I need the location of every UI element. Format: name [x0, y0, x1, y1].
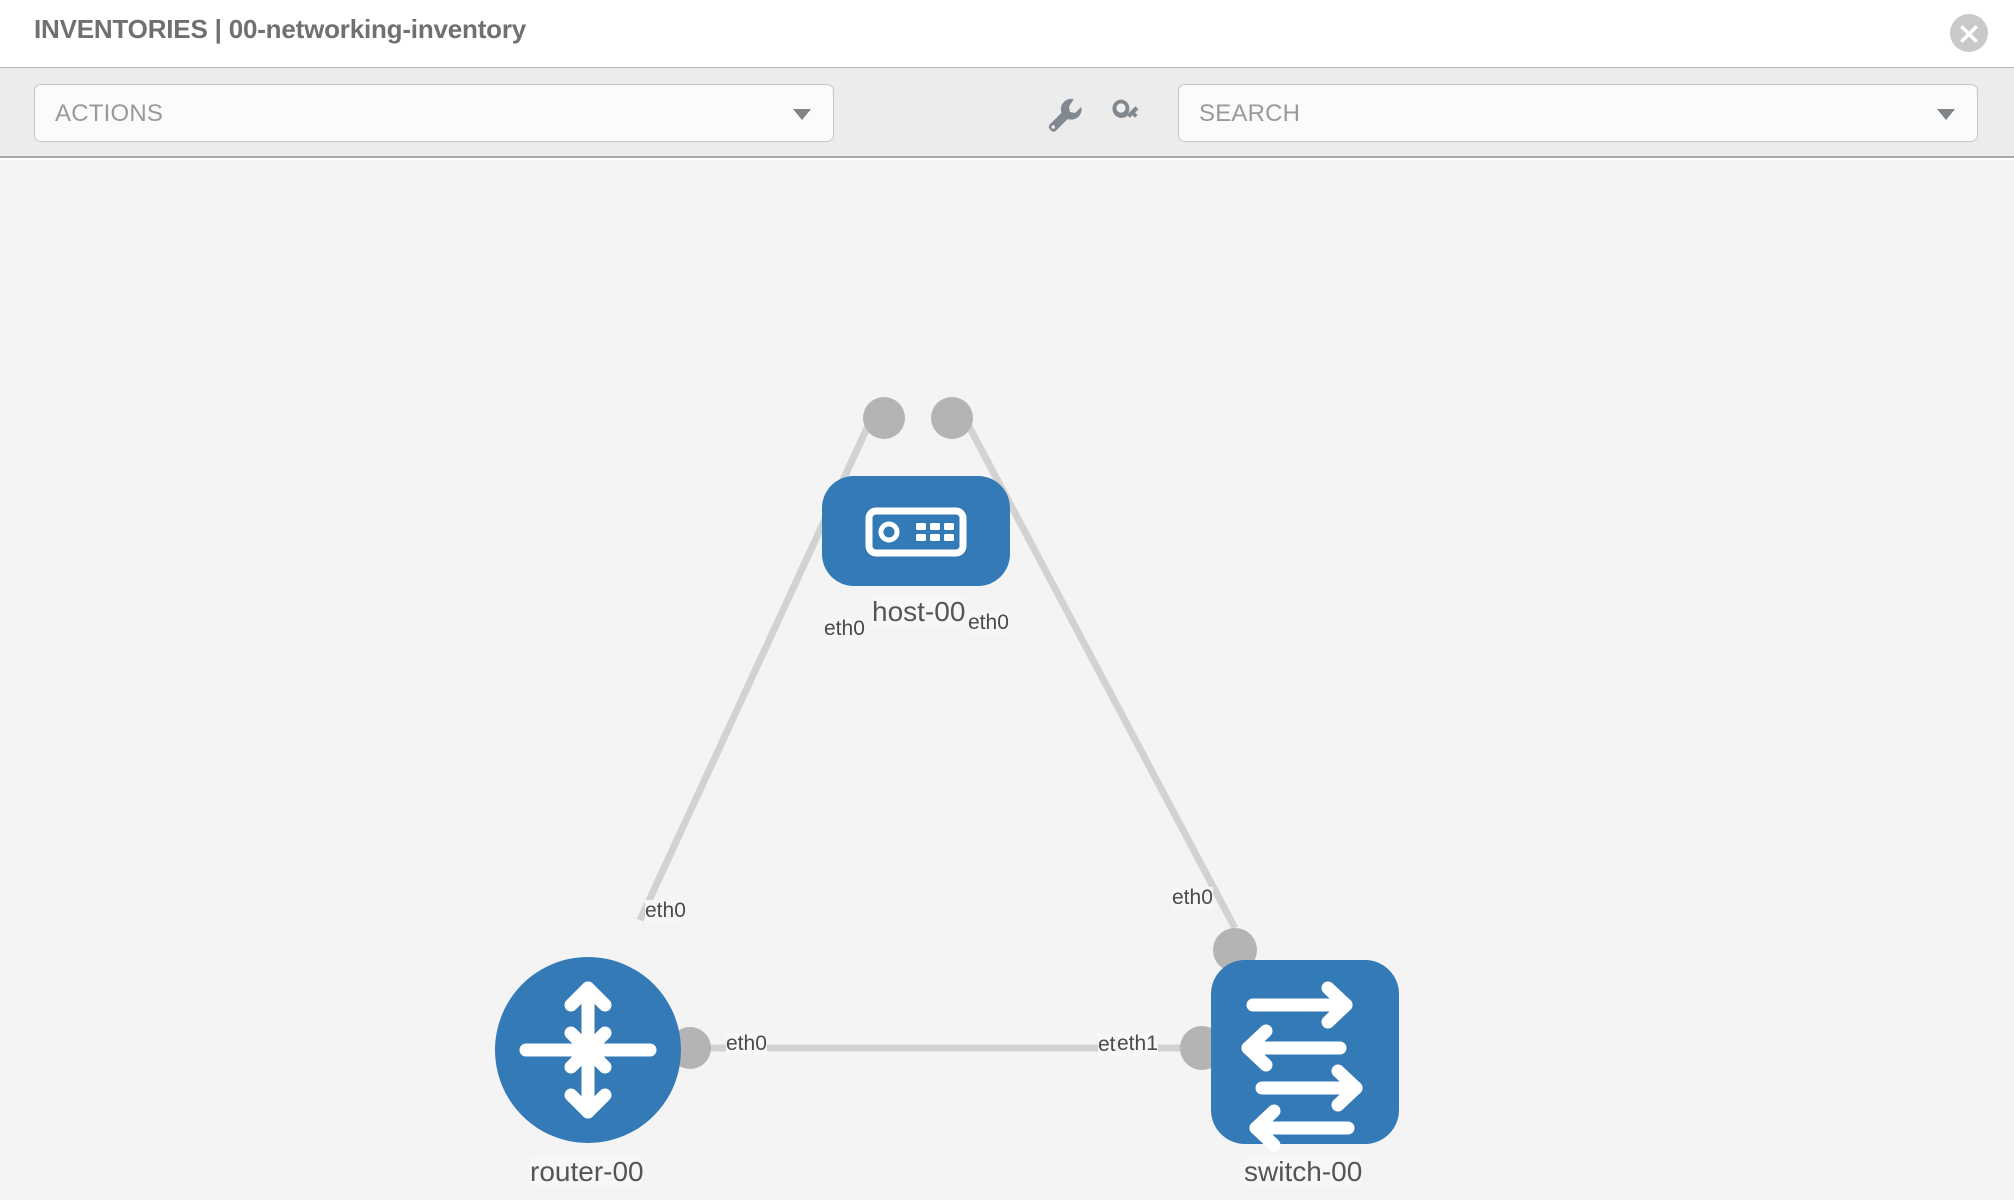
port-label-host-left: eth0	[824, 617, 865, 641]
key-icon[interactable]	[1103, 90, 1149, 136]
actions-dropdown[interactable]: ACTIONS	[34, 84, 834, 142]
port-label-host-right: eth0	[968, 611, 1009, 635]
port-host-right	[931, 397, 973, 439]
wrench-icon[interactable]	[1040, 90, 1086, 136]
switch-arrows-icon	[1241, 981, 1363, 1152]
page-header: INVENTORIES | 00-networking-inventory	[0, 0, 2014, 68]
node-label-switch: switch-00	[1244, 1156, 1363, 1187]
search-placeholder: SEARCH	[1199, 100, 1301, 127]
chevron-down-icon	[793, 109, 811, 120]
node-router-00	[495, 957, 681, 1143]
toolbar: ACTIONS SEARCH	[0, 68, 2014, 158]
page-title: INVENTORIES | 00-networking-inventory	[34, 14, 527, 44]
port-label-switch-uplink: eth0	[1172, 886, 1213, 910]
chevron-down-icon	[1937, 109, 1955, 120]
port-label-router-uplink: eth0	[645, 899, 686, 923]
router-arrows-icon	[519, 981, 657, 1119]
port-label-router-eth0: eth0	[726, 1032, 767, 1056]
port-label-switch-eth1: eth1	[1117, 1032, 1158, 1056]
node-label-router: router-00	[530, 1156, 644, 1187]
server-device-icon	[865, 507, 967, 557]
node-label-host: host-00	[872, 596, 966, 627]
node-host-00	[822, 476, 1010, 586]
port-host-left	[863, 397, 905, 439]
node-switch-00	[1211, 960, 1399, 1152]
actions-dropdown-label: ACTIONS	[55, 100, 164, 127]
close-icon[interactable]	[1950, 14, 1988, 52]
topology-canvas[interactable]: host-00 router-00 switch-00 eth0 eth0 et…	[0, 160, 2014, 1200]
link-host-switch	[951, 398, 1239, 930]
search-input[interactable]: SEARCH	[1178, 84, 1978, 142]
